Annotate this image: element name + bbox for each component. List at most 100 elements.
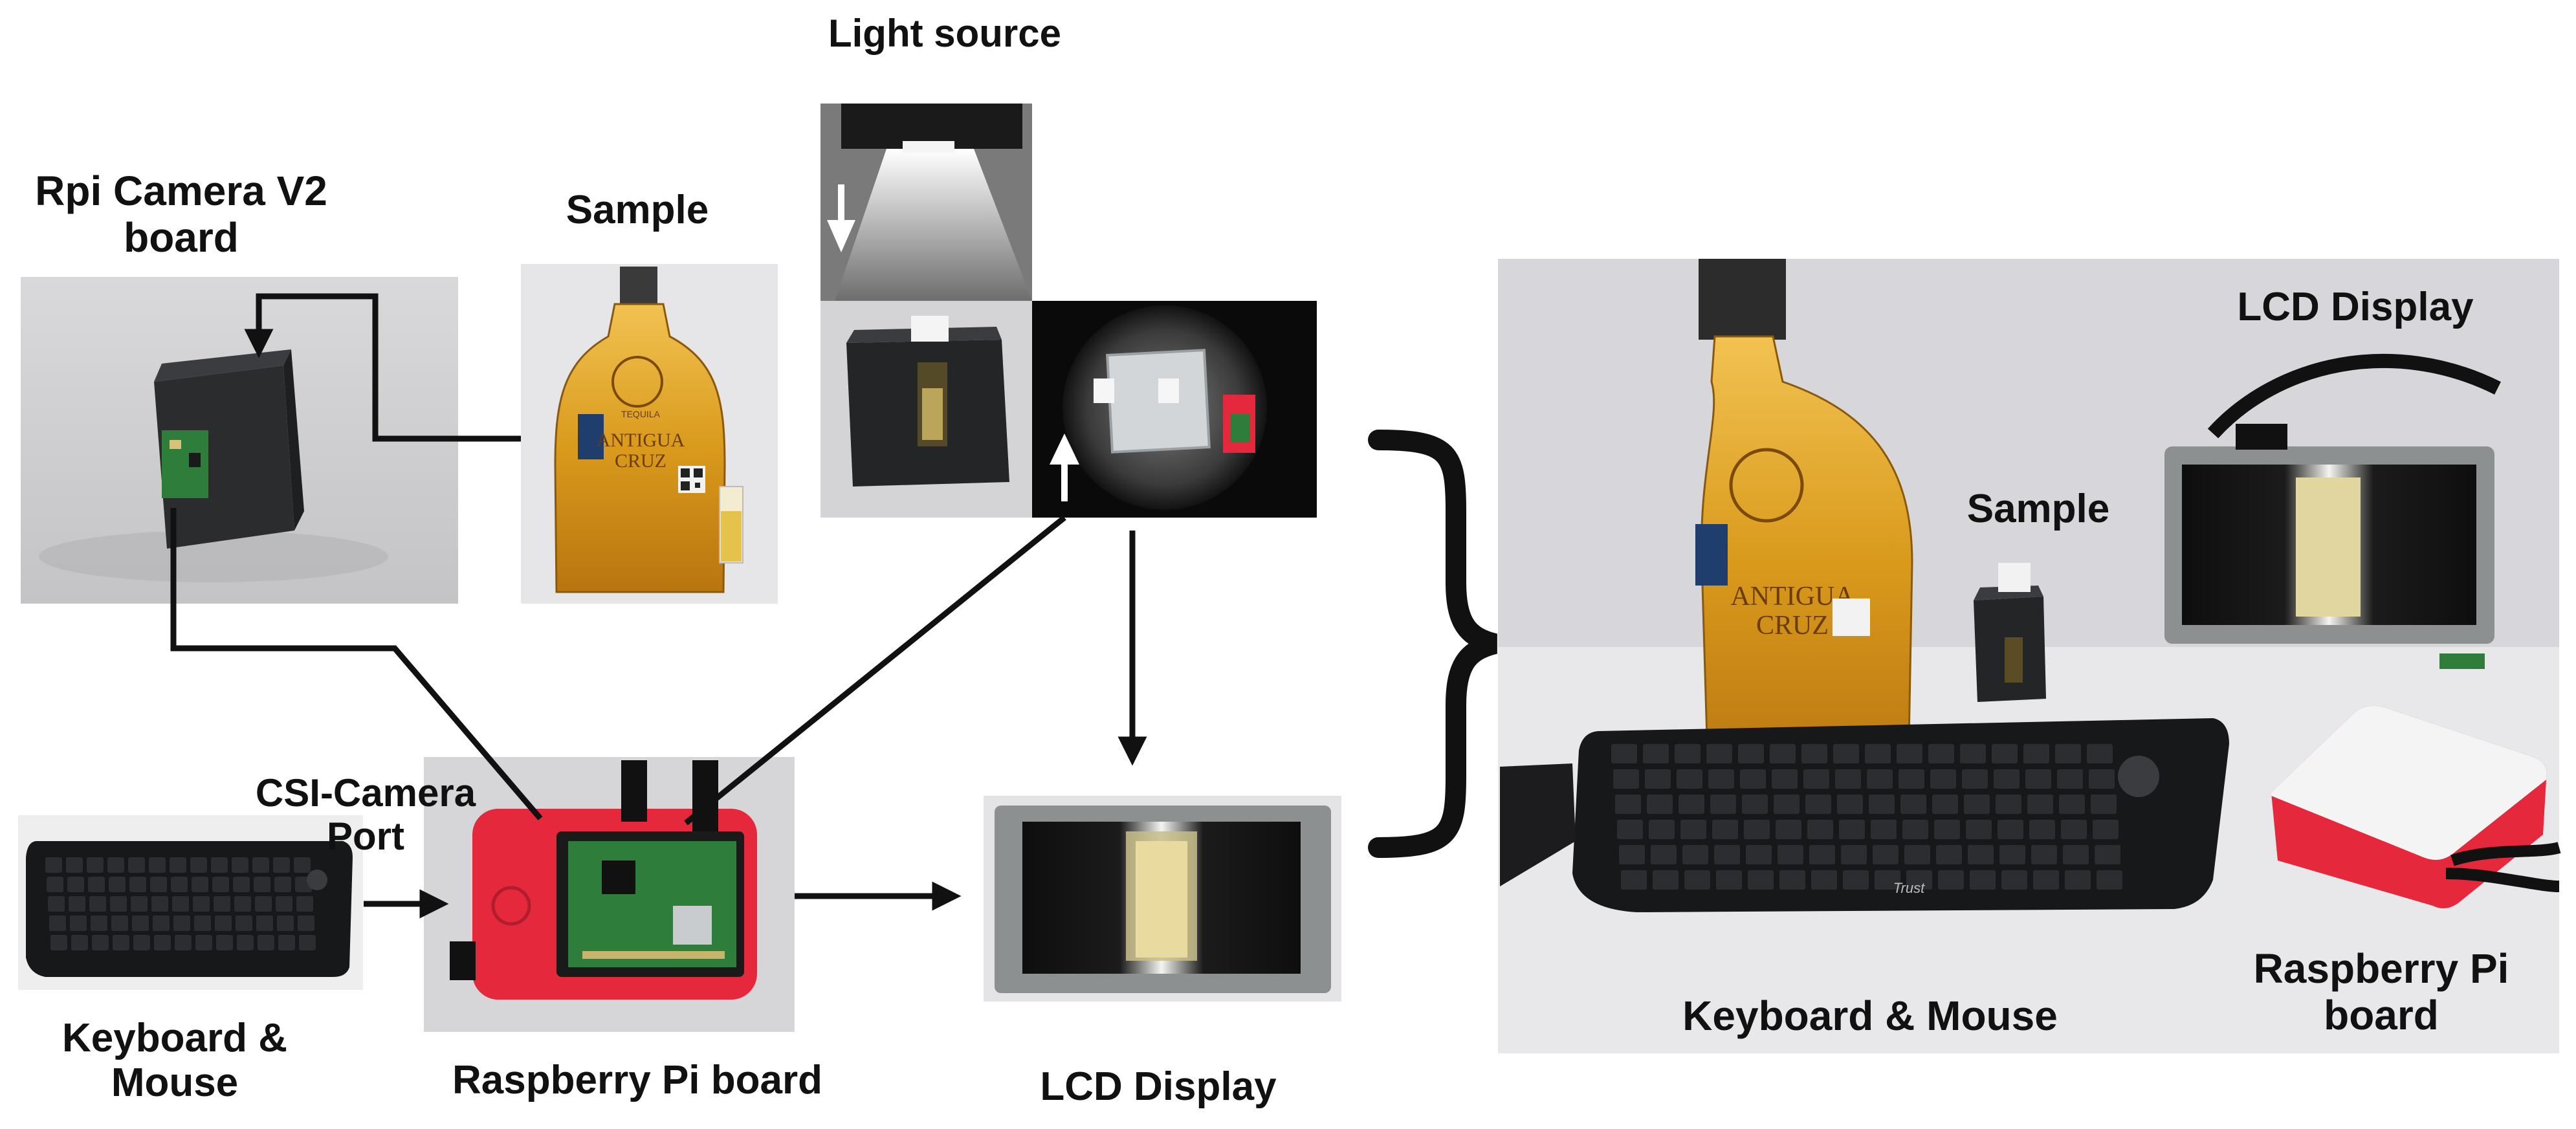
keyboard-key	[2025, 769, 2051, 789]
keyboard-key	[2087, 744, 2113, 763]
setup-remote	[1500, 763, 1576, 886]
keyboard-key	[151, 896, 168, 912]
curly-brace	[1368, 430, 1498, 858]
keyboard-key	[254, 877, 270, 892]
keyboard-key	[107, 857, 124, 873]
keyboard-key	[66, 857, 83, 873]
keyboard-key	[299, 935, 316, 950]
keyboard-key	[1714, 845, 1740, 864]
keyboard-key	[91, 915, 107, 931]
keyboard-key	[255, 896, 272, 912]
label-keyboard-mouse: Keyboard & Mouse	[62, 1016, 287, 1106]
sample-holder-photo	[820, 301, 1032, 518]
keyboard-key	[1999, 845, 2025, 864]
keyboard-key	[1774, 795, 1800, 814]
keyboard-key	[233, 877, 250, 892]
label-raspberry-pi-board: Raspberry Pi board	[452, 1058, 822, 1102]
keyboard-key	[2059, 795, 2085, 814]
keyboard-key	[1617, 820, 1643, 839]
bottle-brand-line2: CRUZ	[615, 450, 666, 472]
keyboard-key	[216, 935, 233, 950]
keyboard-key	[71, 935, 88, 950]
keyboard-key	[294, 857, 311, 873]
camera-view-arrow	[1050, 433, 1079, 465]
keyboard-key	[150, 877, 167, 892]
keyboard-key	[2027, 795, 2053, 814]
keyboard-key	[1708, 769, 1734, 789]
keyboard-key	[2093, 820, 2119, 839]
keyboard-key	[2033, 870, 2059, 890]
label-lcd-display: LCD Display	[1040, 1064, 1277, 1109]
keyboard-key	[2031, 845, 2057, 864]
lcd-display-photo-small	[984, 796, 1341, 1002]
keyboard-key	[1899, 769, 1924, 789]
keyboard-key	[47, 877, 63, 892]
keyboard-key	[193, 896, 210, 912]
keyboard-key	[274, 877, 291, 892]
bottle-type: TEQUILA	[621, 409, 661, 419]
keyboard-key	[1651, 845, 1677, 864]
keyboard-key	[212, 877, 229, 892]
keyboard-key	[1738, 744, 1764, 763]
keyboard-key	[1964, 795, 1990, 814]
setup-raspberry-pi	[2271, 706, 2561, 908]
keyboard-key	[149, 857, 166, 873]
keyboard-key	[154, 935, 171, 950]
keyboard-key	[2055, 744, 2081, 763]
keyboard-key	[192, 877, 208, 892]
keyboard-key	[110, 896, 127, 912]
keyboard-key	[2001, 870, 2027, 890]
arrow-sample-to-camera	[244, 293, 521, 442]
keyboard-key	[278, 935, 295, 950]
keyboard-key	[129, 877, 146, 892]
keyboard-key	[70, 915, 87, 931]
keyboard-key	[1682, 845, 1708, 864]
keyboard-key	[1994, 769, 2020, 789]
line-camera-to-pi	[170, 508, 543, 820]
keyboard-key	[50, 935, 67, 950]
keyboard-key	[1932, 795, 1958, 814]
label-photo-keyboard-mouse: Keyboard & Mouse	[1682, 992, 2058, 1039]
keyboard-brand: Trust	[1893, 880, 1925, 896]
keyboard-key	[256, 915, 273, 931]
keyboard-key	[67, 877, 84, 892]
keyboard-key	[1770, 744, 1796, 763]
keyboard-key	[1744, 820, 1770, 839]
keyboard-key	[1837, 795, 1863, 814]
keyboard-key	[2097, 870, 2122, 890]
keyboard-key	[1684, 870, 1710, 890]
keyboard-key	[1902, 820, 1928, 839]
keyboard-key	[111, 915, 128, 931]
keyboard-key	[1779, 870, 1805, 890]
keyboard-key	[214, 896, 230, 912]
raspberry-pi-photo	[424, 757, 795, 1032]
keyboard-key	[113, 935, 129, 950]
keyboard-key	[1712, 820, 1738, 839]
label-photo-sample: Sample	[1966, 487, 2110, 531]
label-sample: Sample	[566, 188, 709, 232]
keyboard-key	[1615, 795, 1641, 814]
label-rpi-camera-board: Rpi Camera V2 board	[35, 168, 327, 261]
keyboard-key	[1938, 870, 1964, 890]
keyboard-key	[195, 935, 212, 950]
keyboard-key	[1679, 795, 1704, 814]
keyboard-key	[2095, 845, 2120, 864]
keyboard-key	[1740, 769, 1766, 789]
keyboard-key	[1803, 769, 1829, 789]
keyboard-key	[1649, 820, 1675, 839]
keyboard-key	[1677, 769, 1702, 789]
keyboard-key	[1706, 744, 1732, 763]
keyboard-key	[1653, 870, 1679, 890]
keyboard-key	[1897, 744, 1922, 763]
keyboard-key	[1833, 744, 1859, 763]
keyboard-key	[48, 896, 65, 912]
keyboard-key	[1835, 769, 1861, 789]
keyboard-key	[128, 857, 145, 873]
keyboard-key	[1865, 744, 1891, 763]
keyboard-key	[1613, 769, 1639, 789]
setup-sample-box	[1974, 563, 2046, 702]
keyboard-key	[258, 935, 274, 950]
sample-bottle-photo: ANTIGUA CRUZ TEQUILA	[521, 264, 778, 604]
keyboard-key	[1710, 795, 1736, 814]
keyboard-key	[1645, 769, 1671, 789]
